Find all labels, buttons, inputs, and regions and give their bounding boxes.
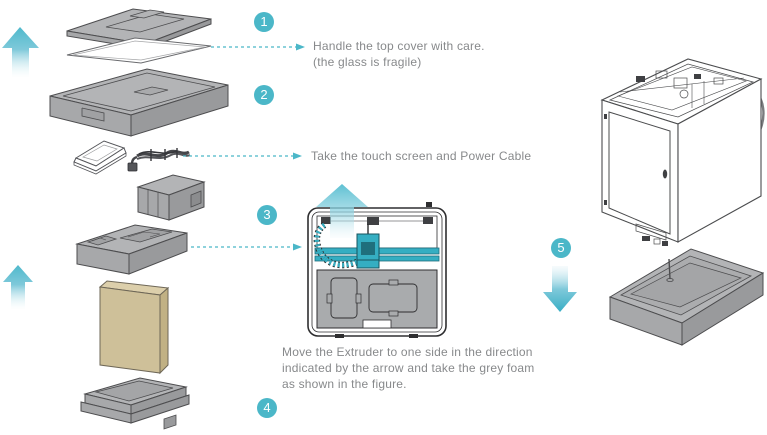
printer-unit	[600, 58, 765, 246]
step3-note-line2: indicated by the arrow and take the grey…	[282, 361, 535, 375]
accessory-carton	[98, 280, 170, 375]
foam-base-tray	[608, 248, 765, 346]
foam-insert-with-cutouts	[75, 224, 188, 275]
leader-arrow-icon	[191, 243, 302, 251]
small-foam-block	[136, 174, 206, 221]
step-marker-3: 3	[257, 205, 277, 225]
leader-arrow-icon	[183, 152, 302, 160]
step-marker-2: 2	[254, 85, 274, 105]
step2-note: Take the touch screen and Power Cable	[311, 148, 531, 164]
base-foam-box	[49, 68, 229, 137]
bottom-foam-insert	[80, 377, 190, 430]
glass-panel	[66, 37, 212, 64]
step1-note-line2: (the glass is fragile)	[313, 55, 422, 69]
down-arrow-icon	[543, 266, 577, 312]
step1-note-line1: Handle the top cover with care.	[313, 39, 485, 53]
step2-note-line1: Take the touch screen and Power Cable	[311, 149, 532, 163]
up-arrow-icon	[3, 265, 33, 309]
step3-note: Move the Extruder to one side in the dir…	[282, 344, 572, 392]
leader-arrow-icon	[211, 43, 305, 51]
step-marker-4: 4	[257, 398, 277, 418]
step3-note-line3: as shown in the figure.	[282, 377, 407, 391]
printer-interior-top-view	[307, 202, 447, 338]
step1-note: Handle the top cover with care. (the gla…	[313, 38, 485, 70]
step3-note-line1: Move the Extruder to one side in the dir…	[282, 345, 533, 359]
up-arrow-icon	[2, 27, 39, 77]
extruder-direction-up-arrow-icon	[316, 184, 368, 238]
touch-screen	[73, 140, 127, 175]
step-marker-1: 1	[254, 12, 274, 32]
step-marker-5: 5	[551, 238, 571, 258]
